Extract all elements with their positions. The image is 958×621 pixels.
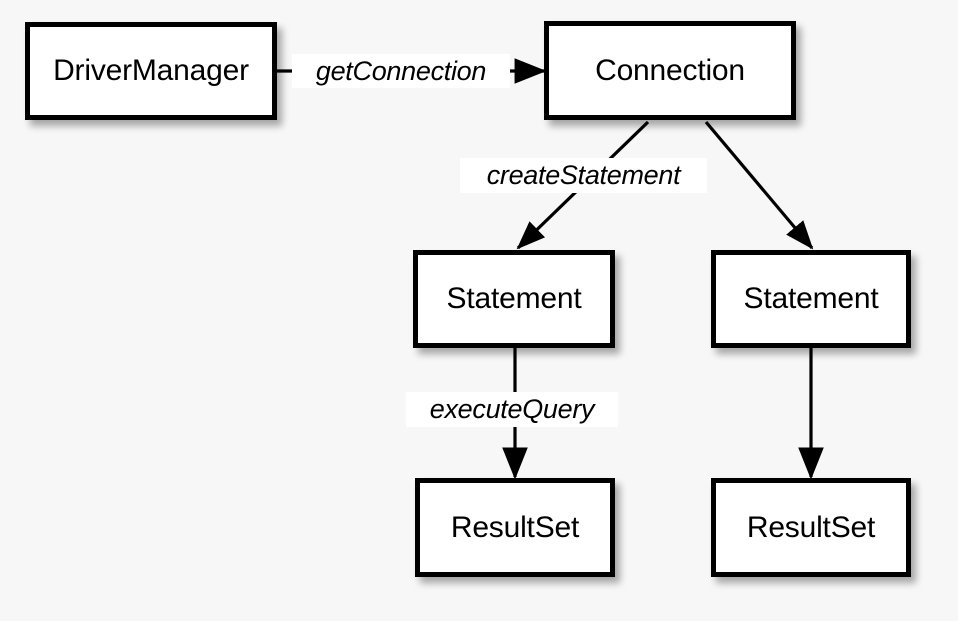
node-resultset-1[interactable]: ResultSet [415,478,615,577]
edge-label-executequery-text: executeQuery [429,394,595,424]
node-statement-1[interactable]: Statement [413,250,615,348]
edge-label-createstatement: createStatement [460,158,707,193]
edge-label-getconnection-text: getConnection [315,55,487,86]
node-statement-2[interactable]: Statement [711,250,911,348]
node-statement-1-label: Statement [446,282,582,315]
edge-connection-statement2 [704,120,814,250]
edge-label-getconnection: getConnection [292,54,510,88]
edge-label-createstatement-text: createStatement [486,160,681,190]
node-resultset-1-label: ResultSet [450,510,580,544]
node-connection-label: Connection [595,53,745,87]
node-resultset-2-label: ResultSet [746,510,876,544]
node-resultset-2[interactable]: ResultSet [711,478,911,577]
edge-connection-statement2-line [704,120,814,250]
node-connection[interactable]: Connection [544,21,796,120]
edge-label-executequery: executeQuery [406,392,618,427]
node-drivermanager[interactable]: DriverManager [25,22,277,120]
node-statement-2-label: Statement [743,282,879,315]
node-drivermanager-label: DriverManager [53,54,249,87]
